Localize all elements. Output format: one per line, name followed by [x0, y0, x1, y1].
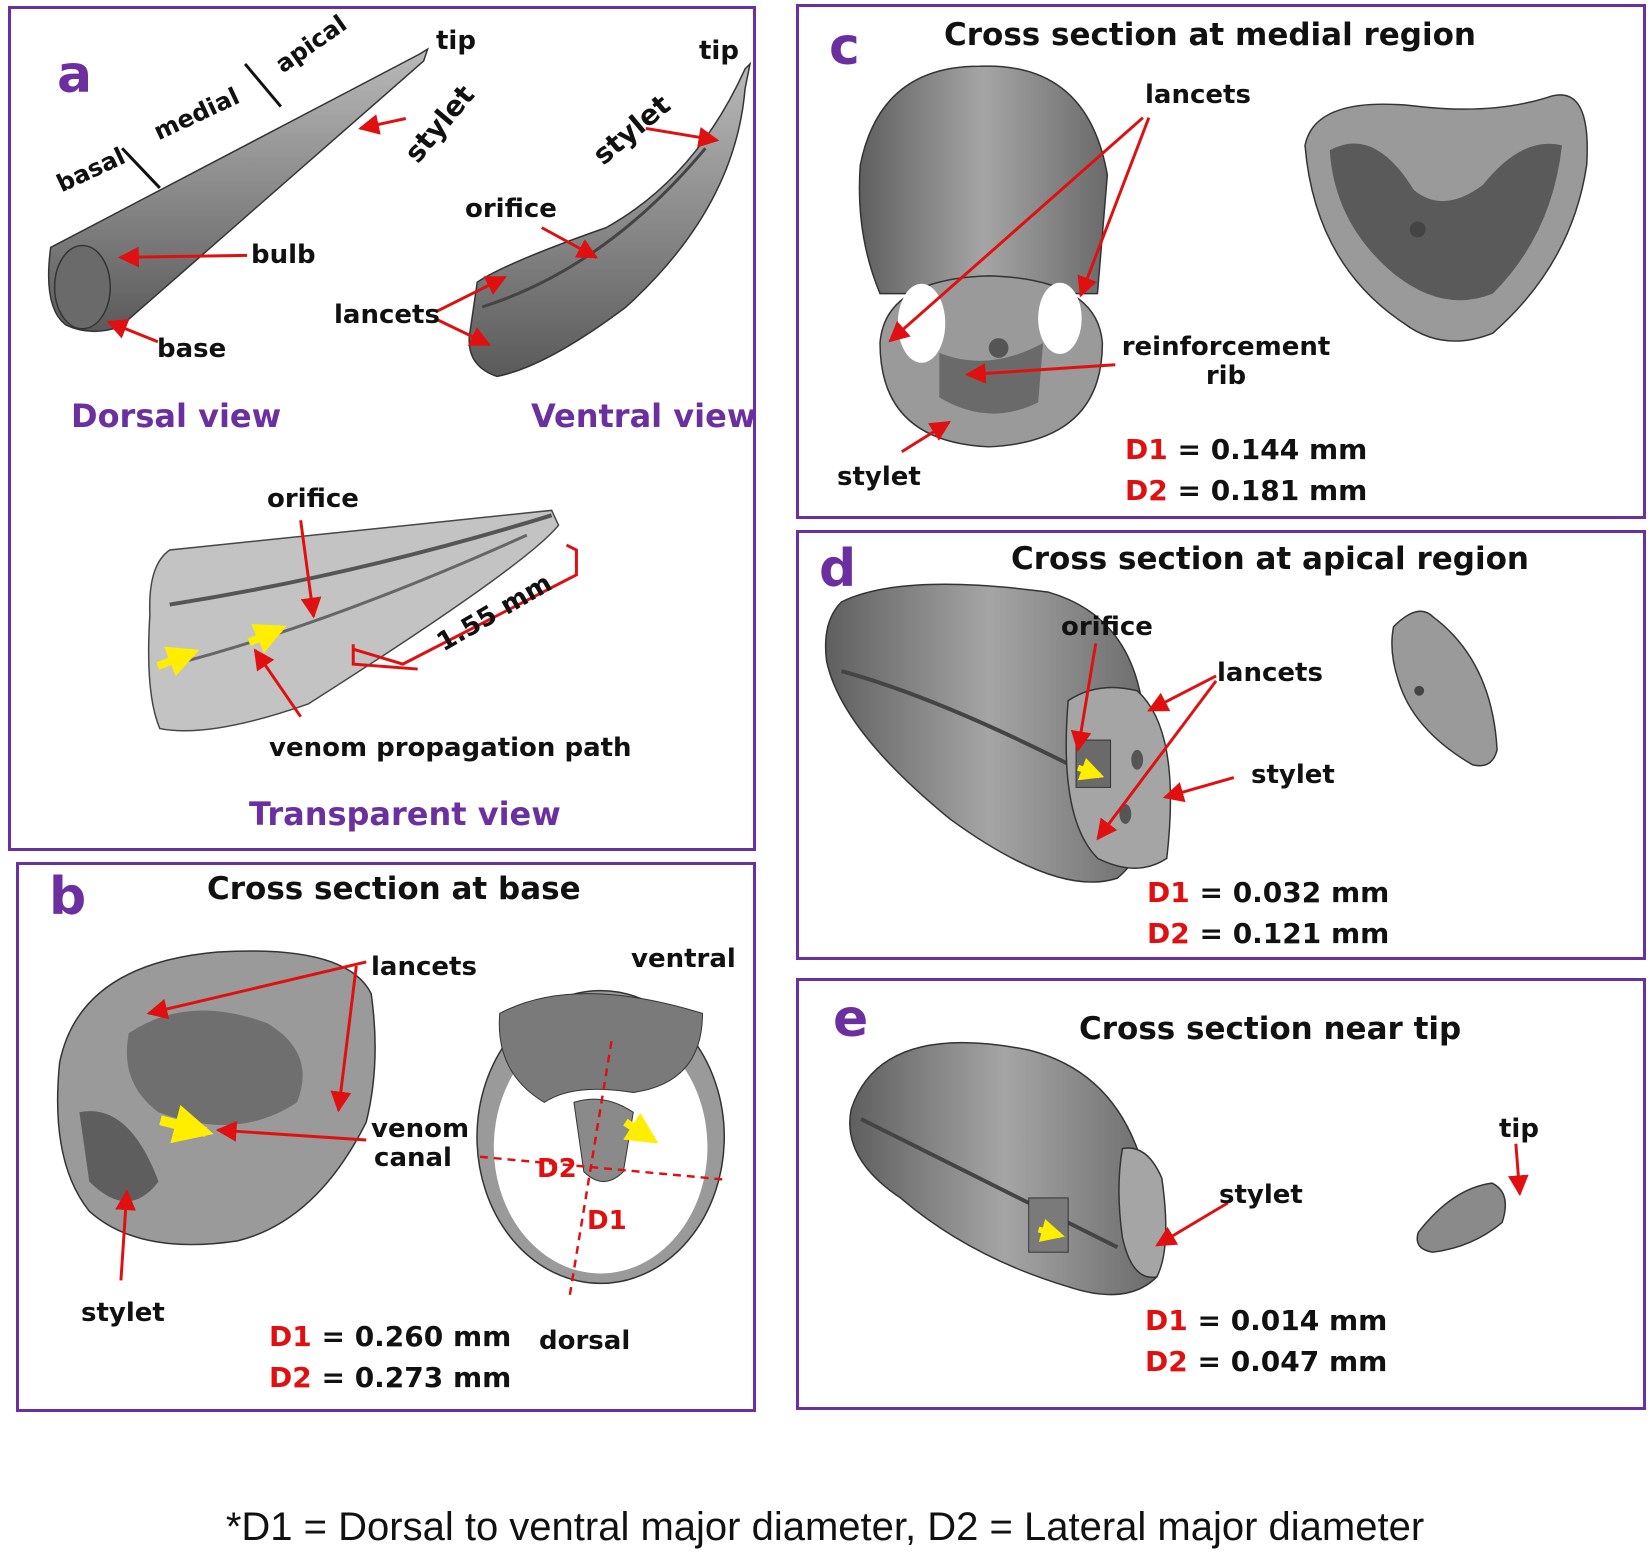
ventral-tip-label: tip [699, 36, 739, 66]
d1-key: D1 [269, 1320, 312, 1353]
panel-e-stylet-label: stylet [1219, 1180, 1303, 1210]
d2-value: = 0.181 mm [1167, 473, 1368, 507]
panel-c-artwork [858, 65, 1588, 454]
d2-key: D2 [1125, 473, 1168, 507]
apical-section-face [1065, 686, 1172, 869]
panel-b-stylet-label: stylet [81, 1298, 165, 1328]
dorsal-base-shape [53, 244, 111, 330]
d1-value: = 0.032 mm [1189, 876, 1390, 909]
panel-d-letter: d [819, 539, 857, 599]
panel-d-title: Cross section at apical region [1011, 541, 1529, 577]
d2-key: D2 [269, 1360, 312, 1394]
panel-e-letter: e [833, 989, 869, 1049]
panel-c-measurements: D1 = 0.144 mm D2 = 0.181 mm [1125, 430, 1367, 511]
panel-d: d Cross section at apical region orifice… [796, 530, 1646, 960]
ventral-label: ventral [631, 944, 736, 974]
transparent-orifice-label: orifice [267, 484, 359, 514]
medial-section-body [858, 65, 1109, 295]
ventral-view-caption: Ventral view [531, 397, 757, 435]
dorsal-view-caption: Dorsal view [71, 397, 282, 435]
venom-path-label: venom propagation path [269, 733, 632, 763]
venom-canal-label: venom canal [371, 1114, 470, 1173]
d2-value: = 0.121 mm [1189, 916, 1390, 950]
panel-b-title: Cross section at base [207, 871, 581, 907]
ventral-orifice-label: orifice [465, 194, 557, 224]
panel-b-measurements: D1 = 0.260 mm D2 = 0.273 mm [269, 1317, 511, 1398]
dorsal-tip-label: tip [436, 26, 476, 56]
panel-c: c Cross section at medial region lancets… [796, 4, 1646, 519]
reinforcement-rib-label: reinforcement rib [1121, 332, 1331, 391]
near-tip-section-body [849, 1041, 1161, 1296]
panel-e-title: Cross section near tip [1079, 1011, 1462, 1047]
panel-a: a basal medial apical tip stylet bulb ba… [8, 6, 756, 851]
panel-b-artwork [56, 950, 726, 1301]
d2-value: = 0.273 mm [311, 1360, 512, 1394]
base-label: base [157, 334, 227, 364]
panel-e: e Cross section near tip stylet tip D1 =… [796, 978, 1646, 1410]
panel-c-lancets-label: lancets [1145, 80, 1251, 110]
d1-key: D1 [1147, 876, 1190, 909]
bulb-label: bulb [251, 240, 316, 270]
scale-bar [352, 543, 578, 666]
ventral-lancets-label: lancets [334, 300, 440, 330]
near-tip-section-right [1416, 1182, 1507, 1253]
panel-b-lancets-label: lancets [371, 952, 477, 982]
d1-key: D1 [1145, 1304, 1188, 1337]
panel-c-stylet-label: stylet [837, 462, 921, 492]
d2-key: D2 [1145, 1344, 1188, 1378]
panel-d-artwork [824, 583, 1498, 883]
panel-e-tip-label: tip [1499, 1114, 1539, 1144]
d1-key: D1 [1125, 433, 1168, 466]
panel-d-stylet-label: stylet [1251, 760, 1335, 790]
panel-e-measurements: D1 = 0.014 mm D2 = 0.047 mm [1145, 1301, 1387, 1382]
apical-section-body [824, 583, 1154, 883]
panel-a-letter: a [57, 45, 93, 105]
dorsal-label: dorsal [539, 1326, 631, 1356]
panel-b: b Cross section at base lancets venom ca… [16, 862, 756, 1412]
panel-d-orifice-label: orifice [1061, 612, 1153, 642]
apical-section-right [1391, 610, 1498, 767]
d1-value: = 0.260 mm [311, 1320, 512, 1353]
d2-marker: D2 [537, 1154, 577, 1184]
d1-marker: D1 [587, 1206, 627, 1236]
footnote: *D1 = Dorsal to ventral major diameter, … [225, 1505, 1425, 1549]
d1-value: = 0.014 mm [1187, 1304, 1388, 1337]
near-tip-section-face [1118, 1147, 1167, 1279]
panel-e-artwork [849, 1041, 1529, 1296]
d2-value: = 0.047 mm [1187, 1344, 1388, 1378]
panel-c-letter: c [829, 17, 860, 77]
d2-key: D2 [1147, 916, 1190, 950]
panel-d-lancets-label: lancets [1217, 658, 1323, 688]
transparent-view-caption: Transparent view [249, 795, 561, 833]
d1-value: = 0.144 mm [1167, 433, 1368, 466]
panel-b-letter: b [49, 867, 87, 927]
panel-d-measurements: D1 = 0.032 mm D2 = 0.121 mm [1147, 873, 1389, 954]
panel-c-title: Cross section at medial region [944, 17, 1476, 53]
panel-a-artwork [47, 47, 752, 732]
ventral-stylet-shape [468, 61, 752, 378]
